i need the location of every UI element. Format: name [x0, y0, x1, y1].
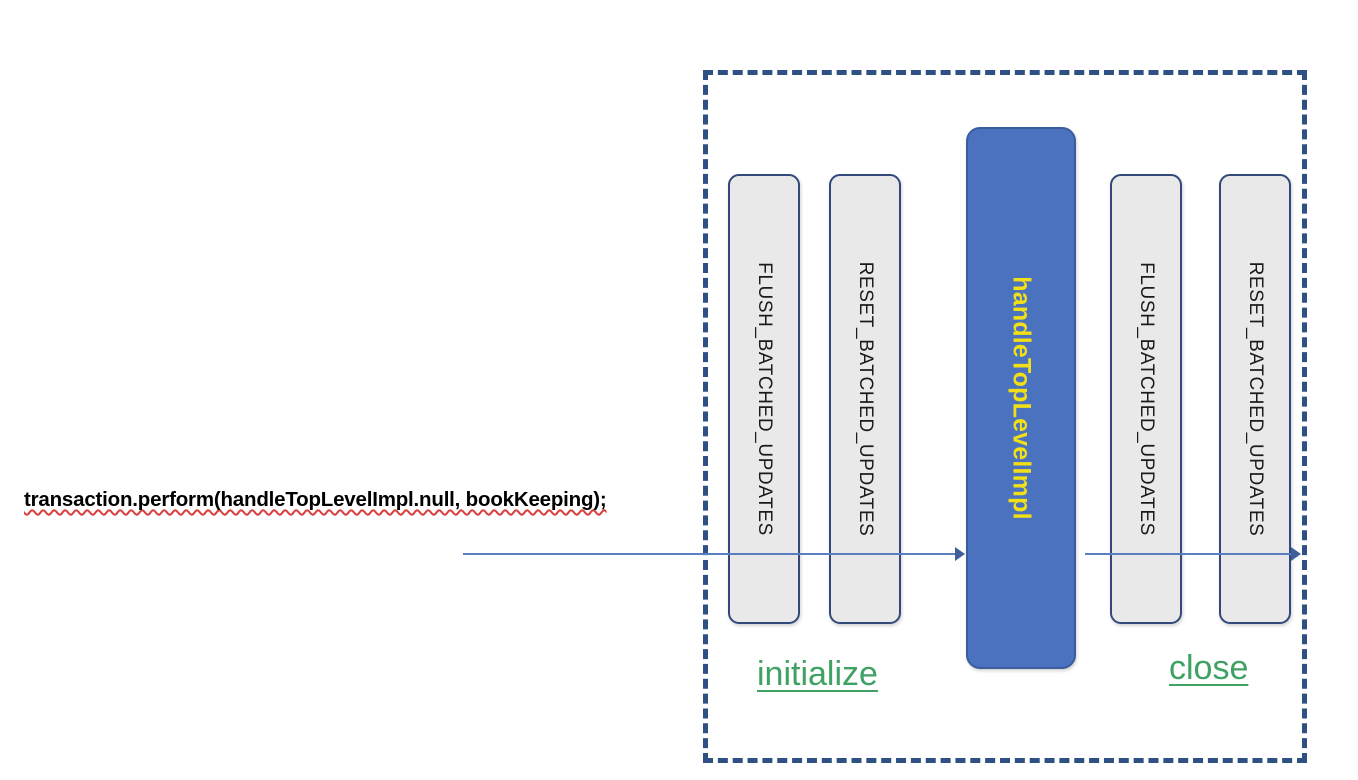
flow-arrow-segment-right — [1085, 553, 1297, 555]
stage-box-handle-top-level-impl[interactable]: handleTopLevelImpl — [966, 127, 1076, 669]
stage-box-label: handleTopLevelImpl — [1007, 276, 1036, 520]
code-caption: transaction.perform(handleTopLevelImpl.n… — [24, 488, 607, 511]
flow-arrow-head-middle-icon — [955, 547, 965, 561]
stage-box-label: FLUSH_BATCHED_UPDATES — [754, 262, 775, 536]
stage-box-flush-batched-updates-initialize[interactable]: FLUSH_BATCHED_UPDATES — [728, 174, 800, 624]
stage-box-reset-batched-updates-close[interactable]: RESET_BATCHED_UPDATES — [1219, 174, 1291, 624]
stage-box-flush-batched-updates-close[interactable]: FLUSH_BATCHED_UPDATES — [1110, 174, 1182, 624]
flow-arrow-segment-left — [463, 553, 963, 555]
transaction-boundary: FLUSH_BATCHED_UPDATES RESET_BATCHED_UPDA… — [703, 70, 1307, 763]
stage-box-reset-batched-updates-initialize[interactable]: RESET_BATCHED_UPDATES — [829, 174, 901, 624]
stage-box-label: RESET_BATCHED_UPDATES — [855, 261, 876, 537]
stage-box-label: FLUSH_BATCHED_UPDATES — [1136, 262, 1157, 536]
phase-label-close: close — [1169, 649, 1249, 687]
flow-arrow-head-end-icon — [1291, 547, 1301, 561]
phase-label-initialize: initialize — [757, 655, 878, 693]
stage-box-label: RESET_BATCHED_UPDATES — [1245, 261, 1266, 537]
